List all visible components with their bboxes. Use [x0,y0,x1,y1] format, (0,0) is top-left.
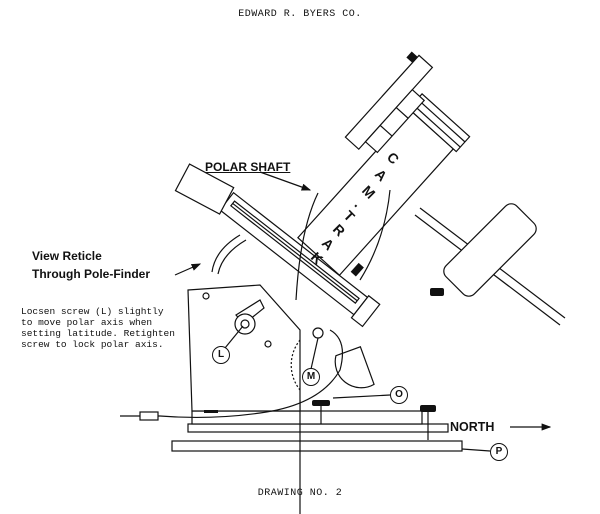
callout-o: O [390,386,408,404]
polar-shaft-label: POLAR SHAFT [205,160,291,174]
bearing [334,345,375,389]
callout-l: L [212,346,230,364]
reticle-label-line2: Through Pole-Finder [32,267,150,281]
callouts [224,325,491,452]
reticle-label-line1: View Reticle [32,249,102,263]
drawing-number: DRAWING NO. 2 [257,488,343,499]
callout-letter: M [306,371,316,382]
instruction-note: Locsen screw (L) slightly to move polar … [21,306,175,350]
base-bracket [187,234,301,412]
north-label: NORTH [450,420,495,434]
polar-platform [174,163,381,328]
callout-p: P [490,443,508,461]
callout-letter: L [217,349,225,360]
callout-letter: O [395,389,403,400]
upper-arm [344,51,434,154]
counterweight [414,203,566,326]
callout-m: M [302,368,320,386]
document-header: EDWARD R. BYERS CO. [238,9,362,20]
callout-letter: P [495,446,503,457]
